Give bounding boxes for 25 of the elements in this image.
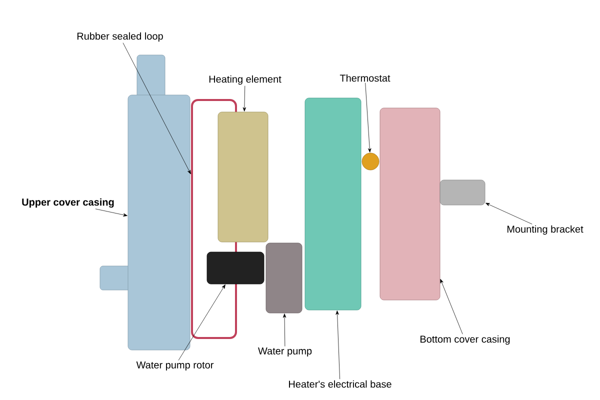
leader-line (95, 208, 128, 216)
part-label: Water pump (258, 348, 312, 356)
leader-line (282, 314, 286, 347)
leader-line (336, 310, 340, 380)
electrical-base-drawing (304, 98, 362, 310)
part-label: Rubber sealed loop (77, 32, 163, 42)
pump-rotor-drawing (206, 252, 264, 284)
leader-line (440, 278, 463, 334)
heating-element-drawing (218, 112, 268, 242)
leader-line (242, 86, 246, 112)
leader-line (365, 82, 372, 152)
water-pump-drawing (266, 242, 302, 314)
part-label: Mounting bracket (507, 225, 584, 235)
thermostat-drawing (362, 152, 380, 170)
bracket-drawing (440, 180, 486, 206)
part-label: Heating element (209, 75, 282, 85)
part-label: Thermostat (340, 74, 390, 82)
bottom-casing-drawing (380, 108, 440, 300)
leader-line (486, 202, 532, 224)
leader-line (178, 284, 226, 361)
part-label: Bottom cover casing (420, 335, 510, 345)
part-label: Heater's electrical base (289, 380, 392, 388)
leader-line (122, 42, 191, 174)
part-label: Upper cover casing (22, 198, 114, 208)
part-label: Water pump rotor (136, 362, 214, 370)
